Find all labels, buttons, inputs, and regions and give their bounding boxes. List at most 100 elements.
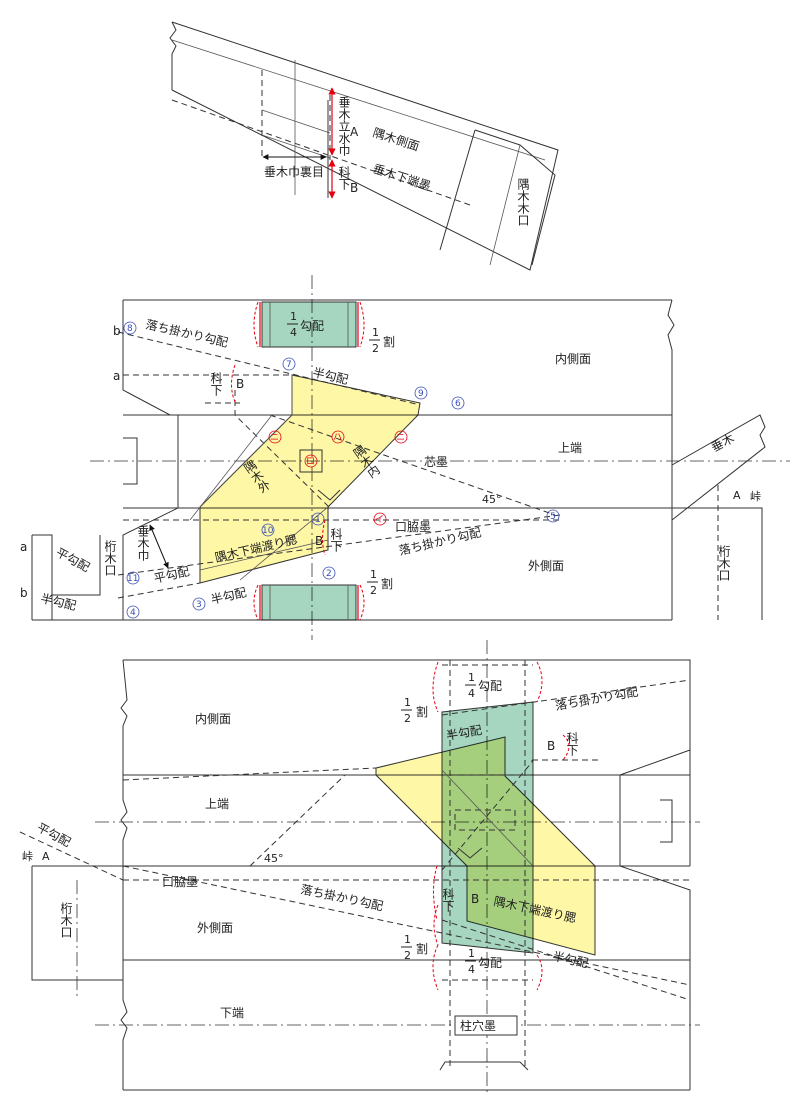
point-2-icon bbox=[322, 566, 336, 580]
mark-ni-2: ニ bbox=[396, 433, 405, 443]
wari-label-2: 割 bbox=[416, 941, 428, 956]
rafter-section-lines bbox=[269, 302, 349, 620]
point-2: 2 bbox=[326, 569, 332, 579]
red-dimension-lines bbox=[259, 302, 359, 620]
break-mark bbox=[169, 21, 177, 90]
label-b-line-left: b bbox=[20, 586, 28, 600]
frac-den: 4 bbox=[468, 687, 475, 700]
mark-ni-2-icon bbox=[394, 430, 408, 444]
point-4-icon bbox=[126, 605, 140, 619]
rafter-bottom-line-label: 垂木下端墨 bbox=[371, 162, 432, 194]
point-7-icon bbox=[282, 357, 296, 371]
point-5-icon bbox=[546, 509, 560, 523]
plan-view: b a 8 落ち掛かり勾配 1 4 勾配 1 2 割 科下 B 7 半勾配 9 … bbox=[20, 275, 790, 640]
label-b-2: B bbox=[315, 534, 323, 548]
center-line-label: 芯墨 bbox=[424, 455, 448, 469]
rafter-height-label: 垂木立水巾 bbox=[337, 96, 351, 156]
rafter-label: 垂木 bbox=[709, 431, 737, 455]
point-7: 7 bbox=[286, 360, 292, 370]
hip-diagonal bbox=[441, 769, 534, 867]
label-b-line: b bbox=[113, 324, 121, 338]
hip-notch-area bbox=[375, 736, 596, 956]
point-5: 5 bbox=[550, 512, 556, 522]
label-a: A bbox=[733, 489, 741, 502]
hip-beam-outline bbox=[171, 21, 559, 271]
point-10-icon bbox=[261, 523, 275, 537]
half-num-2: 1 bbox=[404, 933, 411, 946]
toge-label: 峠 bbox=[750, 489, 761, 503]
left-beam-end bbox=[31, 865, 123, 981]
frac-den-2: 4 bbox=[468, 963, 475, 976]
hira-kobai-label-2: 平勾配 bbox=[153, 564, 191, 586]
point-11-icon bbox=[126, 571, 140, 585]
rafter-section-top bbox=[261, 301, 357, 348]
mark-i-icon bbox=[373, 512, 387, 526]
wari-label-2: 割 bbox=[381, 576, 393, 591]
beam-end-label: 桁木口 bbox=[59, 902, 73, 938]
inner-side-label: 内側面 bbox=[195, 712, 231, 726]
shina-shita-label: 科下 bbox=[565, 732, 579, 756]
rafter-bottom-line bbox=[171, 99, 471, 206]
layout-dashed-lines bbox=[19, 660, 691, 1070]
label-b: B bbox=[547, 739, 555, 753]
angle-mark bbox=[457, 847, 483, 859]
ochikakari-label: 落ち掛かり勾配 bbox=[144, 316, 229, 350]
label-a-line: a bbox=[113, 369, 120, 383]
point-8: 8 bbox=[127, 324, 133, 334]
mark-ro-icon bbox=[304, 454, 318, 468]
hip-side-view: 垂木立水巾 A 隅木側面 垂木巾裏目 科下 B 垂木下端墨 隅木木口 bbox=[169, 21, 559, 271]
half-num-2: 1 bbox=[370, 568, 377, 581]
toge-label: 峠 bbox=[22, 849, 33, 863]
shina-shita-label-2: 科下 bbox=[329, 528, 343, 552]
left-beam-end bbox=[31, 534, 101, 620]
beam-end-left-label: 桁木口 bbox=[103, 540, 117, 576]
shina-shita-label: 科下 bbox=[209, 372, 223, 396]
kobai-label-2: 勾配 bbox=[478, 956, 502, 970]
shina-shita-label: 科下 bbox=[337, 166, 351, 190]
ochikakari-label: 落ち掛かり勾配 bbox=[554, 684, 639, 713]
kobai-label: 勾配 bbox=[478, 679, 502, 693]
ochikakari-line bbox=[122, 865, 691, 986]
label-a-line-left: a bbox=[20, 540, 27, 554]
post-hole-label: 柱穴墨 bbox=[460, 1018, 496, 1033]
arris-line bbox=[171, 39, 546, 161]
frac-num: 1 bbox=[290, 310, 297, 323]
point-8-icon bbox=[123, 321, 137, 335]
layout-dashed-lines bbox=[117, 331, 561, 599]
half-den-2: 2 bbox=[370, 584, 377, 597]
label-a: A bbox=[350, 125, 359, 139]
hip-end-box bbox=[439, 129, 556, 266]
frac-num: 1 bbox=[468, 671, 475, 684]
rafter-right bbox=[671, 414, 766, 620]
tenon-mark bbox=[660, 775, 691, 866]
half-den-2: 2 bbox=[404, 949, 411, 962]
mark-i: イ bbox=[375, 515, 384, 525]
point-6-icon bbox=[451, 396, 465, 410]
frac-den: 4 bbox=[290, 326, 297, 339]
hip-side-label: 隅木側面 bbox=[371, 126, 421, 154]
half-den: 2 bbox=[372, 342, 379, 355]
outer-side-label: 外側面 bbox=[197, 921, 233, 935]
half-num: 1 bbox=[404, 696, 411, 709]
break-mark bbox=[120, 659, 128, 1090]
half-num: 1 bbox=[372, 326, 379, 339]
kobai-label: 勾配 bbox=[300, 319, 324, 333]
underside-view: 内側面 1 4 勾配 1 2 割 半勾配 落ち掛かり勾配 B 科下 上端 平勾配… bbox=[19, 640, 700, 1095]
point-3: 3 bbox=[196, 600, 202, 610]
center-lines bbox=[95, 821, 700, 1026]
kuchiwaki-label: 口脇墨 bbox=[162, 875, 198, 889]
mark-ni-icon bbox=[268, 430, 282, 444]
mark-ha: ハ bbox=[333, 433, 342, 443]
half-den: 2 bbox=[404, 712, 411, 725]
break-mark bbox=[667, 299, 675, 620]
center-box bbox=[299, 449, 323, 473]
point-4: 4 bbox=[130, 608, 136, 618]
mark-ro: ロ bbox=[306, 457, 315, 467]
post-notch bbox=[439, 1061, 529, 1071]
angle-label: 45° bbox=[264, 852, 284, 865]
point-9-icon bbox=[414, 386, 428, 400]
hira-kobai-label: 平勾配 bbox=[54, 545, 92, 574]
hip-end-label: 隅木木口 bbox=[516, 178, 530, 226]
mark-ni: ニ bbox=[270, 433, 279, 443]
